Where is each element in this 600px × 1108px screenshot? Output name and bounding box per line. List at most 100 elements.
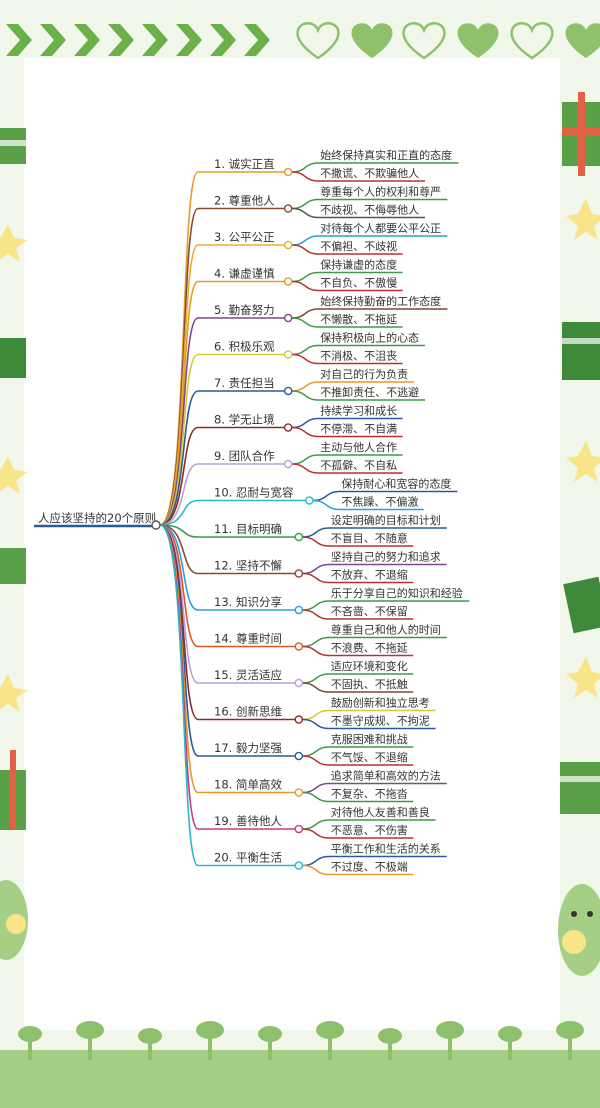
leaf-link	[292, 244, 403, 255]
branch-node-dot	[283, 423, 293, 432]
branch-node-dot	[294, 715, 304, 724]
leaf-label: 尊重每个人的权利和尊严	[320, 185, 441, 199]
leaf-link	[302, 864, 414, 876]
heart-icon-row	[296, 22, 600, 60]
leaf-label: 不懒散、不拖延	[320, 312, 397, 326]
branch-node-dot	[283, 240, 293, 250]
branch-node-dot	[283, 313, 293, 323]
branch-label: 20. 平衡生活	[214, 851, 282, 865]
branch-node-dot	[283, 277, 293, 286]
branch-link	[159, 390, 285, 526]
leaf-link	[302, 645, 414, 657]
leaf-label: 不盲目、不随意	[331, 531, 408, 545]
branch-node-dot	[294, 642, 304, 651]
leaf-link	[292, 280, 403, 292]
branch-label: 2. 尊重他人	[214, 194, 275, 208]
leaf-label: 不自负、不傲慢	[320, 276, 397, 290]
leaf-label: 不焦躁、不偏激	[341, 495, 418, 509]
branch-node-dot	[294, 751, 304, 761]
branch-link	[159, 280, 285, 526]
branch-node-dot	[294, 605, 304, 615]
leaf-label: 不浪费、不拖延	[331, 641, 408, 655]
branch-link	[159, 353, 285, 526]
branch-link	[159, 524, 295, 867]
left-side-decor	[0, 128, 28, 960]
branch-link	[159, 463, 285, 526]
leaf-label: 主动与他人合作	[320, 440, 397, 454]
leaf-label: 持续学习和成长	[320, 404, 397, 418]
branch-label: 11. 目标明确	[214, 522, 282, 536]
branch-label: 6. 积极乐观	[214, 340, 275, 354]
branch-label: 3. 公平公正	[214, 230, 275, 244]
branch-node-dot	[294, 569, 304, 578]
leaf-label: 对待每个人都要公平公正	[320, 221, 441, 235]
leaf-link	[292, 207, 425, 219]
branch-link	[159, 499, 306, 526]
branch-label: 17. 毅力坚强	[214, 741, 282, 755]
leaf-label: 不放弃、不退缩	[331, 568, 408, 582]
sprout-border	[0, 1021, 600, 1108]
leaf-label: 不歧视、不侮辱他人	[320, 203, 419, 217]
branch-label: 14. 尊重时间	[214, 632, 282, 646]
branch-label: 16. 创新思维	[214, 705, 282, 719]
leaf-link	[302, 572, 414, 584]
leaf-label: 对自己的行为负责	[320, 367, 408, 381]
branch-link	[159, 524, 295, 684]
branch-label: 13. 知识分享	[214, 595, 282, 609]
mindmap-nodes: 人应该坚持的20个原则 1. 诚实正直始终保持真实和正直的态度不撒谎、不欺骗他人…	[38, 148, 463, 874]
leaf-link	[292, 390, 425, 401]
branch-label: 5. 勤奋努力	[214, 303, 275, 317]
branch-label: 15. 灵活适应	[214, 668, 282, 682]
leaf-label: 不固执、不抵触	[331, 677, 408, 691]
leaf-link	[292, 353, 403, 365]
leaf-label: 鼓励创新和独立思考	[331, 696, 430, 710]
branch-node-dot	[294, 678, 304, 688]
leaf-label: 不消极、不沮丧	[320, 349, 397, 363]
paper-sheet	[24, 58, 560, 1030]
leaf-label: 保持积极向上的心态	[320, 331, 419, 345]
leaf-label: 平衡工作和生活的关系	[331, 842, 441, 856]
chevron-border	[6, 24, 270, 56]
leaf-label: 不推卸责任、不逃避	[320, 385, 419, 399]
branch-node-dot	[283, 459, 293, 469]
leaf-label: 不撒谎、不欺骗他人	[320, 166, 419, 180]
branch-link	[159, 524, 295, 575]
leaf-label: 不过度、不极端	[331, 860, 408, 874]
branch-label: 12. 坚持不懈	[214, 559, 282, 573]
branch-link	[159, 524, 295, 538]
branch-label: 1. 诚实正直	[214, 157, 275, 171]
leaf-label: 不停滞、不自满	[320, 422, 397, 436]
branch-label: 19. 善待他人	[214, 814, 282, 828]
leaf-link	[302, 609, 414, 620]
branch-node-dot	[283, 204, 293, 213]
right-side-decor	[558, 92, 600, 976]
leaf-label: 对待他人友善和善良	[331, 805, 430, 819]
mindmap-links	[34, 162, 470, 876]
leaf-label: 始终保持勤奋的工作态度	[320, 294, 441, 308]
branch-node-dot	[283, 167, 293, 177]
branch-label: 9. 团队合作	[214, 449, 275, 463]
root-node-dot	[151, 520, 161, 530]
leaf-label: 坚持自己的努力和追求	[331, 550, 441, 564]
leaf-label: 不偏袒、不歧视	[320, 239, 397, 253]
branch-node-dot	[294, 532, 304, 542]
branch-label: 4. 谦虚谨慎	[214, 267, 275, 281]
leaf-label: 保持谦虚的态度	[320, 258, 397, 272]
leaf-link	[302, 828, 414, 839]
branch-link	[159, 426, 285, 526]
branch-node-dot	[294, 861, 304, 870]
leaf-label: 适应环境和变化	[331, 659, 408, 673]
leaf-label: 追求简单和高效的方法	[331, 769, 441, 783]
branch-label: 10. 忍耐与宽容	[214, 486, 294, 500]
leaf-label: 不吝啬、不保留	[331, 604, 408, 618]
leaf-label: 乐于分享自己的知识和经验	[331, 586, 463, 600]
branch-label: 18. 简单高效	[214, 778, 282, 792]
leaf-link	[302, 682, 414, 693]
branch-label: 7. 责任担当	[214, 376, 275, 390]
leaf-label: 设定明确的目标和计划	[331, 513, 441, 527]
leaf-link	[292, 463, 403, 474]
branch-node-dot	[294, 824, 304, 834]
